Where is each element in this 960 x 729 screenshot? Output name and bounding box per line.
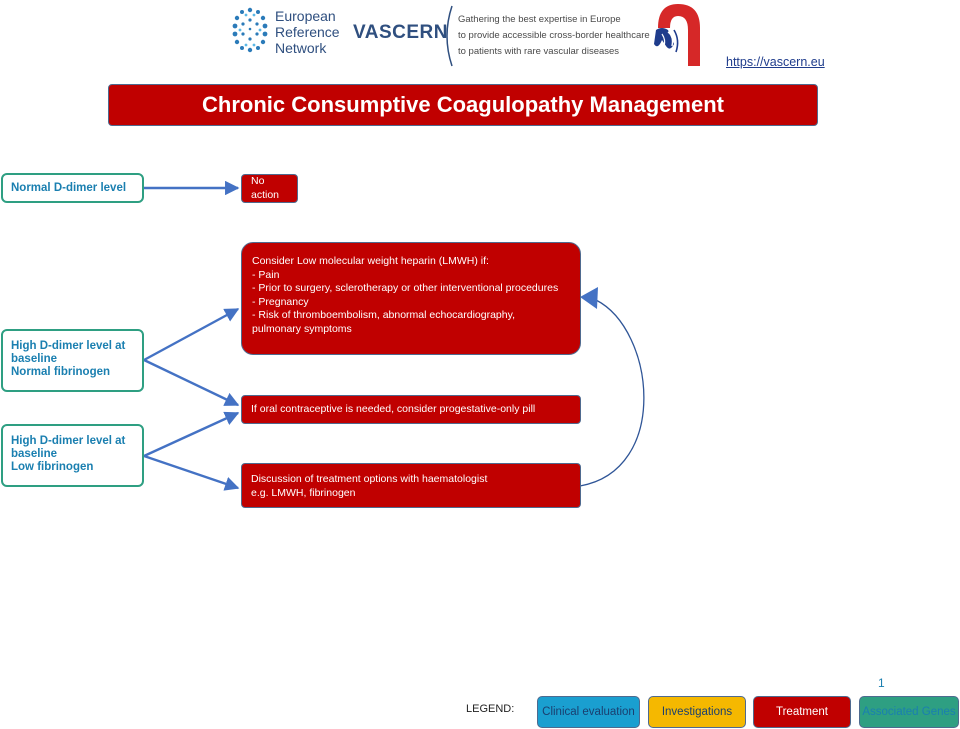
network-name: VASCERN — [353, 22, 448, 43]
website-link[interactable]: https://vascern.eu — [726, 55, 825, 69]
vascern-logo-icon — [654, 4, 700, 66]
ern-name: European Reference Network — [275, 8, 340, 56]
node-high-ddimer-normal-fibrinogen: High D-dimer level at baseline Normal fi… — [1, 329, 144, 392]
legend-investigations: Investigations — [648, 696, 746, 728]
page-title: Chronic Consumptive Coagulopathy Managem… — [108, 84, 818, 126]
legend-clinical-evaluation: Clinical evaluation — [537, 696, 640, 728]
arrow-low-fib-to-contraceptive — [143, 411, 240, 458]
arrow-normal-fib-to-lmwh — [143, 307, 240, 362]
legend-treatment: Treatment — [753, 696, 851, 728]
page-number: 1 — [878, 676, 885, 690]
legend-label: LEGEND: — [466, 703, 515, 715]
node-high-ddimer-low-fibrinogen: High D-dimer level at baseline Low fibri… — [1, 424, 144, 487]
node-normal-ddimer: Normal D-dimer level — [1, 173, 144, 203]
arrow-low-fib-to-discussion — [143, 454, 240, 491]
node-no-action: No action — [241, 174, 298, 203]
header-divider — [446, 5, 453, 67]
tagline: Gathering the best expertise in Europe t… — [458, 14, 650, 57]
arrow-discussion-to-lmwh — [579, 299, 645, 487]
node-discussion: Discussion of treatment options with hae… — [241, 463, 581, 508]
arrow-discussion-to-lmwh-head — [580, 287, 598, 309]
node-oral-contraceptive: If oral contraceptive is needed, conside… — [241, 395, 581, 424]
arrow-normal-fib-to-contraceptive — [143, 358, 240, 407]
legend-associated-genes: Associated Genes — [859, 696, 959, 728]
ern-logo-icon — [232, 7, 268, 53]
node-lmwh: Consider Low molecular weight heparin (L… — [241, 242, 581, 355]
